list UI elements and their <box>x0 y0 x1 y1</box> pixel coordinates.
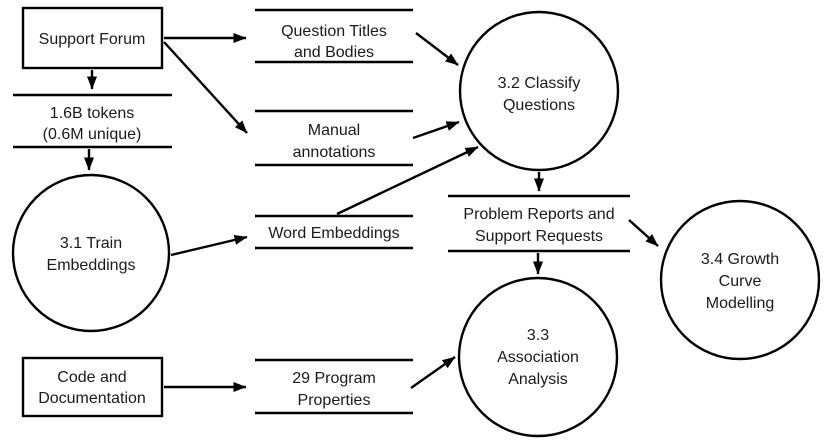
classify-questions-label-line1: 3.2 Classify <box>498 75 581 92</box>
association-analysis-process: 3.3 Association Analysis <box>457 276 619 438</box>
code-docs-box <box>21 356 164 418</box>
classify-questions-process: 3.2 Classify Questions <box>458 10 620 172</box>
classify-questions-circle <box>458 10 620 172</box>
support-forum-entity: Support Forum <box>21 6 164 70</box>
program-properties-label-line2: Properties <box>298 392 371 409</box>
manual-annotations-label-line2: annotations <box>293 144 376 161</box>
association-analysis-label-line3: Analysis <box>508 371 568 388</box>
growth-curve-circle <box>659 199 821 361</box>
word-embeddings-store: Word Embeddings <box>255 214 413 250</box>
program-properties-store: 29 Program Properties <box>255 358 413 415</box>
growth-curve-process: 3.4 Growth Curve Modelling <box>659 199 821 361</box>
arrow-question-titles-to-classify-questions <box>415 32 459 66</box>
question-titles-label-line1: Question Titles <box>281 23 387 40</box>
manual-annotations-label-line1: Manual <box>308 122 360 139</box>
question-titles-store: Question Titles and Bodies <box>255 8 413 64</box>
association-analysis-label-line1: 3.3 <box>527 327 549 344</box>
train-embeddings-label-line1: 3.1 Train <box>60 235 122 252</box>
growth-curve-label-line1: 3.4 Growth <box>701 251 779 268</box>
arrow-manual-annotations-to-classify-questions <box>412 120 460 140</box>
arrow-support-forum-to-manual-annotations <box>163 41 248 134</box>
train-embeddings-circle <box>11 173 171 333</box>
tokens-store: 1.6B tokens (0.6M unique) <box>13 93 172 149</box>
train-embeddings-process: 3.1 Train Embeddings <box>11 173 171 333</box>
arrow-program-properties-to-association-analysis <box>410 356 456 389</box>
word-embeddings-label: Word Embeddings <box>268 225 399 242</box>
association-analysis-label-line2: Association <box>497 349 579 366</box>
manual-annotations-store: Manual annotations <box>255 109 413 167</box>
arrow-problem-reports-to-growth-curve <box>628 219 659 247</box>
tokens-label-line1: 1.6B tokens <box>50 105 135 122</box>
arrow-word-embeddings-to-classify-questions <box>336 145 479 216</box>
code-docs-entity: Code and Documentation <box>21 356 164 418</box>
tokens-label-line2: (0.6M unique) <box>43 126 142 143</box>
arrow-train-embeddings-to-word-embeddings <box>170 235 248 257</box>
code-docs-label-line1: Code and <box>57 369 126 386</box>
support-forum-label: Support Forum <box>39 31 146 48</box>
problem-reports-label-line1: Problem Reports and <box>463 206 614 223</box>
association-analysis-circle <box>457 276 619 438</box>
problem-reports-store: Problem Reports and Support Requests <box>448 194 630 253</box>
growth-curve-label-line3: Modelling <box>706 295 774 312</box>
program-properties-label-line1: 29 Program <box>292 370 376 387</box>
classify-questions-label-line2: Questions <box>503 97 575 114</box>
train-embeddings-label-line2: Embeddings <box>47 257 136 274</box>
code-docs-label-line2: Documentation <box>38 390 146 407</box>
growth-curve-label-line2: Curve <box>719 273 762 290</box>
problem-reports-label-line2: Support Requests <box>475 228 603 245</box>
support-forum-box <box>21 6 164 70</box>
question-titles-label-line2: and Bodies <box>294 44 374 61</box>
